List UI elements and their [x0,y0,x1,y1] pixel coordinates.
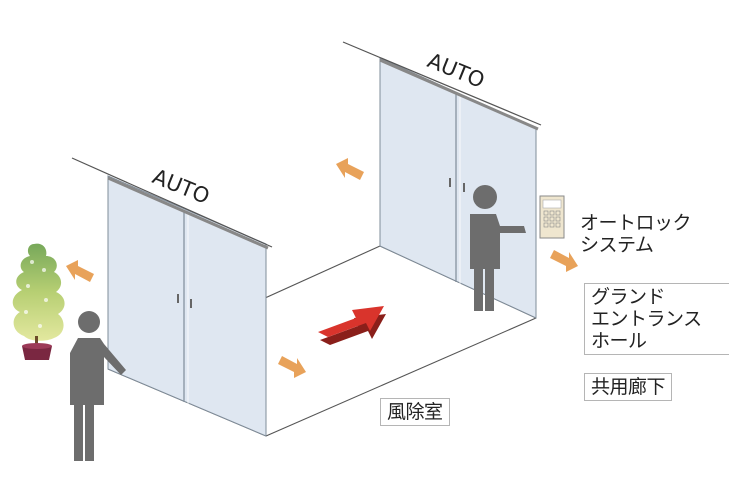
autolock-line: オートロック [580,212,692,234]
arrow-right-icon [278,356,306,378]
main-entry-arrow [318,306,386,345]
autolock-panel-icon [539,195,565,239]
wind-room-label: 風除室 [380,398,450,426]
grand-hall-line: エントランス [591,308,702,330]
direction-arrows [66,158,578,378]
person-at-autolock [470,185,526,311]
outer-door-glass [107,175,267,437]
arrow-left-icon [336,158,364,180]
inner-door-glass [379,57,537,319]
grand-hall-line: ホール [591,330,647,352]
outer-auto-door [71,157,273,437]
grand-hall-line: グランド [591,286,666,308]
arrow-right-icon [550,250,578,272]
grand-entrance-hall-label: グランド エントランス ホール [584,283,729,355]
arrow-left-icon [66,260,94,282]
person-outside [70,311,126,461]
potted-plant-icon [12,243,65,360]
inner-auto-door [342,41,542,319]
wind-room-text: 風除室 [387,401,443,423]
corridor-text: 共用廊下 [591,376,666,398]
autolock-label: オートロック システム [580,212,692,256]
common-corridor-label: 共用廊下 [584,373,673,401]
autolock-line: システム [580,234,654,256]
